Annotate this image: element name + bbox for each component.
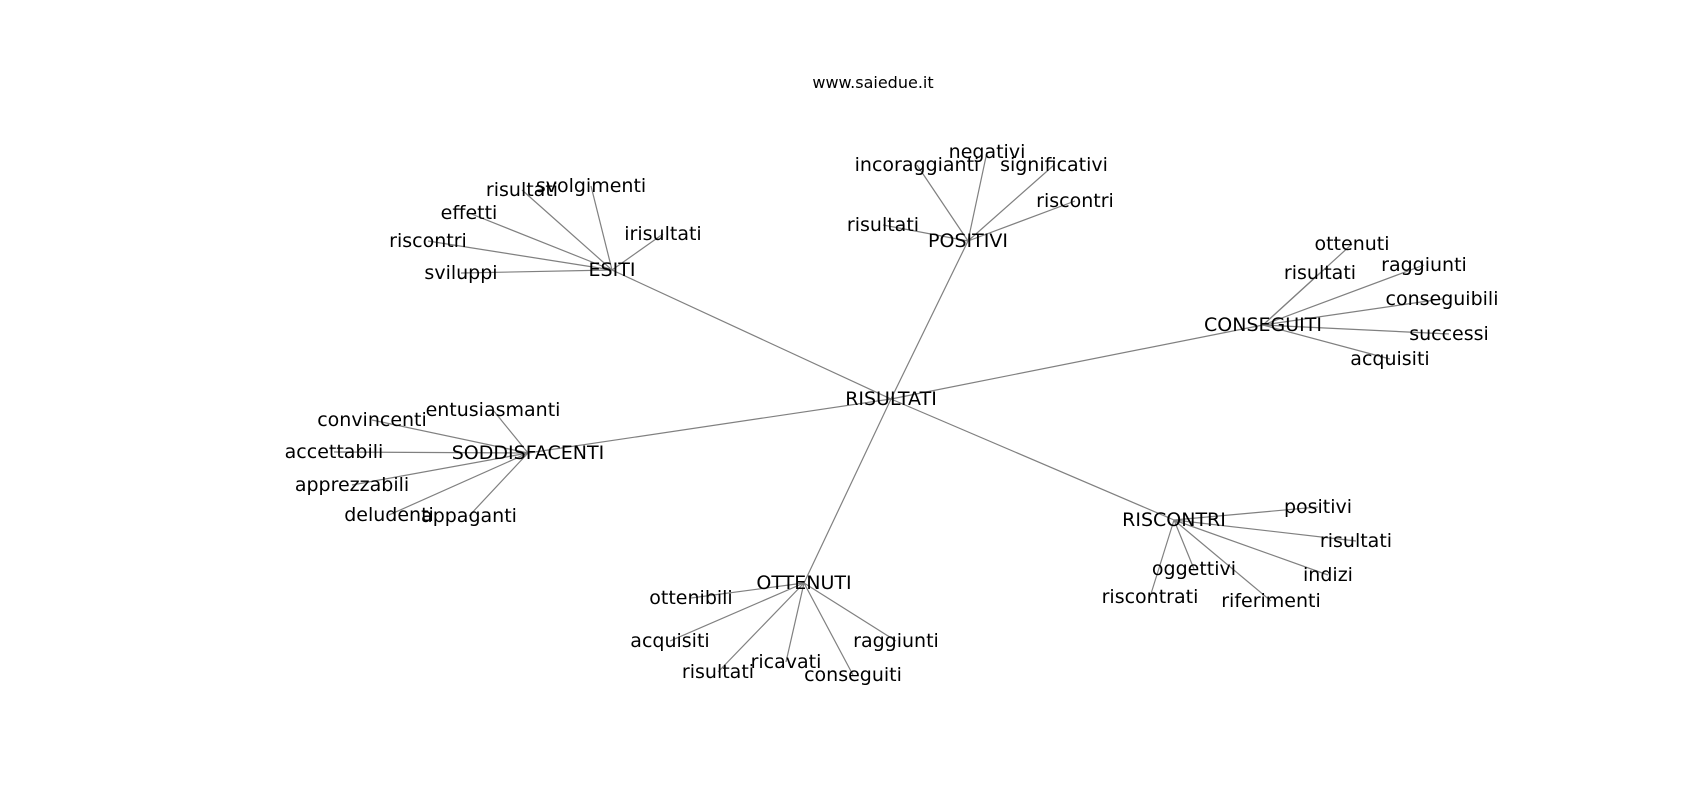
node-center-risultati: RISULTATI: [845, 388, 937, 410]
node-leaf-soddisfacenti-convincenti: convincenti: [317, 409, 427, 431]
edge-ottenuti-ricavati: [785, 582, 805, 663]
node-leaf-ottenuti-raggiunti: raggiunti: [853, 630, 939, 652]
node-leaf-conseguiti-conseguibili: conseguibili: [1386, 288, 1499, 310]
node-leaf-soddisfacenti-entusiasmanti: entusiasmanti: [426, 399, 561, 421]
node-leaf-positivi-risultati: risultati: [847, 214, 919, 236]
edge-conseguiti-successi: [1262, 324, 1450, 335]
node-leaf-riscontri-indizi: indizi: [1303, 564, 1353, 586]
edge-positivi-risultati: [882, 224, 969, 242]
node-leaf-esiti-risultati: risultati: [486, 179, 558, 201]
edge-center-conseguiti: [890, 324, 1264, 400]
node-leaf-conseguiti-risultati: risultati: [1284, 262, 1356, 284]
node-leaf-esiti-svolgimenti: svolgimenti: [536, 175, 646, 197]
edge-positivi-riscontri: [967, 200, 1076, 242]
node-leaf-conseguiti-successi: successi: [1409, 323, 1489, 345]
site-watermark: www.saiedue.it: [812, 73, 933, 92]
edge-riscontri-risultati: [1173, 519, 1357, 542]
node-leaf-esiti-irisultati: irisultati: [624, 223, 701, 245]
edge-esiti-svolgimenti: [590, 185, 613, 271]
node-leaf-esiti-effetti: effetti: [441, 202, 498, 224]
edge-center-positivi: [890, 240, 969, 400]
edge-riscontri-indizi: [1173, 519, 1329, 576]
graph-edges: [333, 151, 1450, 676]
node-leaf-conseguiti-acquisiti: acquisiti: [1350, 348, 1429, 370]
edge-conseguiti-conseguibili: [1262, 298, 1443, 326]
edge-soddisfacenti-entusiasmanti: [492, 409, 529, 454]
graph-labels: RISULTATIESITIrisultatisvolgimentieffett…: [285, 141, 1499, 686]
edge-esiti-riscontri: [427, 240, 613, 271]
edge-ottenuti-ottenibili: [690, 582, 805, 599]
edge-esiti-risultati: [521, 189, 613, 271]
node-leaf-ottenuti-conseguiti: conseguiti: [804, 664, 902, 686]
node-leaf-ottenuti-acquisiti: acquisiti: [630, 630, 709, 652]
edge-ottenuti-raggiunti: [803, 582, 897, 642]
node-leaf-ottenuti-ricavati: ricavati: [751, 651, 822, 673]
edge-center-ottenuti: [803, 398, 892, 584]
node-leaf-esiti-riscontri: riscontri: [389, 230, 467, 252]
node-hub-positivi: POSITIVI: [928, 230, 1008, 252]
node-leaf-riscontri-riferimenti: riferimenti: [1221, 590, 1321, 612]
node-hub-riscontri: RISCONTRI: [1122, 509, 1226, 531]
edge-esiti-effetti: [468, 212, 613, 271]
edge-positivi-negativi: [967, 151, 988, 242]
edge-conseguiti-risultati: [1262, 272, 1321, 326]
edge-riscontri-riferimenti: [1173, 519, 1272, 602]
edge-center-riscontri: [890, 398, 1175, 521]
node-hub-conseguiti: CONSEGUITI: [1204, 314, 1322, 336]
node-leaf-soddisfacenti-apprezzabili: apprezzabili: [295, 474, 409, 496]
edge-soddisfacenti-apprezzabili: [351, 452, 529, 486]
edge-center-esiti: [611, 269, 892, 400]
node-leaf-ottenuti-risultati: risultati: [682, 661, 754, 683]
edge-conseguiti-acquisiti: [1262, 324, 1391, 360]
edge-riscontri-oggettivi: [1173, 519, 1195, 570]
node-leaf-esiti-sviluppi: sviluppi: [424, 262, 497, 284]
edge-ottenuti-acquisiti: [669, 582, 805, 642]
node-leaf-ottenuti-ottenibili: ottenibili: [649, 587, 732, 609]
node-leaf-riscontri-positivi: positivi: [1284, 496, 1352, 518]
node-leaf-positivi-negativi: negativi: [949, 141, 1026, 163]
edge-center-soddisfacenti: [527, 398, 892, 454]
node-leaf-riscontri-oggettivi: oggettivi: [1152, 558, 1236, 580]
node-leaf-positivi-significativi: significativi: [1000, 154, 1108, 176]
node-leaf-riscontri-riscontrati: riscontrati: [1102, 586, 1199, 608]
node-leaf-soddisfacenti-appaganti: appaganti: [421, 505, 517, 527]
edge-ottenuti-risultati: [717, 582, 805, 673]
node-hub-esiti: ESITI: [589, 259, 636, 281]
edge-riscontri-riscontrati: [1149, 519, 1175, 598]
edge-soddisfacenti-convincenti: [371, 419, 529, 454]
node-leaf-conseguiti-ottenuti: ottenuti: [1314, 233, 1389, 255]
edge-riscontri-positivi: [1173, 506, 1319, 521]
edge-ottenuti-conseguiti: [803, 582, 854, 676]
node-leaf-soddisfacenti-accettabili: accettabili: [285, 441, 384, 463]
edge-esiti-irisultati: [611, 233, 664, 271]
edge-conseguiti-raggiunti: [1262, 264, 1425, 326]
node-leaf-positivi-riscontri: riscontri: [1036, 190, 1114, 212]
edge-positivi-incoraggianti: [916, 164, 969, 242]
node-leaf-riscontri-risultati: risultati: [1320, 530, 1392, 552]
edge-soddisfacenti-accettabili: [333, 451, 529, 454]
node-leaf-conseguiti-raggiunti: raggiunti: [1381, 254, 1467, 276]
node-hub-ottenuti: OTTENUTI: [756, 572, 851, 594]
node-leaf-positivi-incoraggianti: incoraggianti: [855, 154, 980, 176]
edge-positivi-significativi: [967, 164, 1055, 242]
edge-esiti-sviluppi: [460, 269, 613, 274]
node-hub-soddisfacenti: SODDISFACENTI: [452, 442, 604, 464]
edge-soddisfacenti-appaganti: [468, 452, 529, 517]
node-leaf-soddisfacenti-deludenti: deludenti: [344, 504, 434, 526]
edge-soddisfacenti-deludenti: [388, 452, 529, 516]
